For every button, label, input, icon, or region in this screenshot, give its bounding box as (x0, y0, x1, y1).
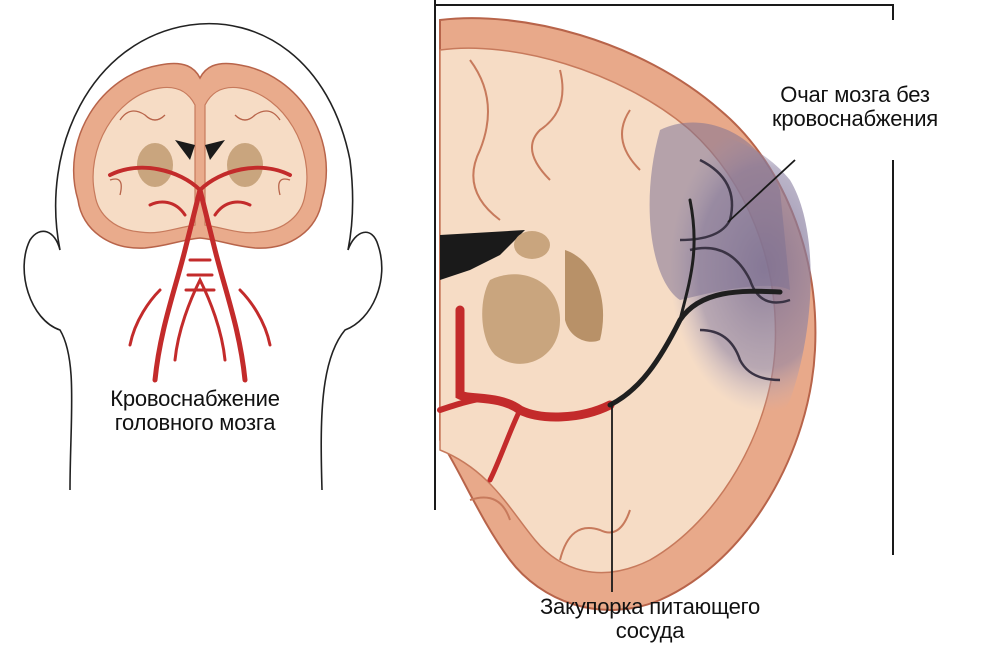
label-ischemic-focus: Очаг мозга без кровоснабжения (730, 83, 980, 131)
label-blood-supply-line2: головного мозга (60, 411, 330, 435)
label-ischemic-focus-line1: Очаг мозга без (730, 83, 980, 107)
label-ischemic-focus-line2: кровоснабжения (730, 107, 980, 131)
label-occlusion-line2: сосуда (470, 619, 830, 643)
label-blood-supply: Кровоснабжение головного мозга (60, 387, 330, 435)
label-blood-supply-line1: Кровоснабжение (60, 387, 330, 411)
label-occlusion: Закупорка питающего сосуда (470, 595, 830, 643)
coronal-brain-small (74, 63, 327, 248)
label-occlusion-line1: Закупорка питающего (470, 595, 830, 619)
